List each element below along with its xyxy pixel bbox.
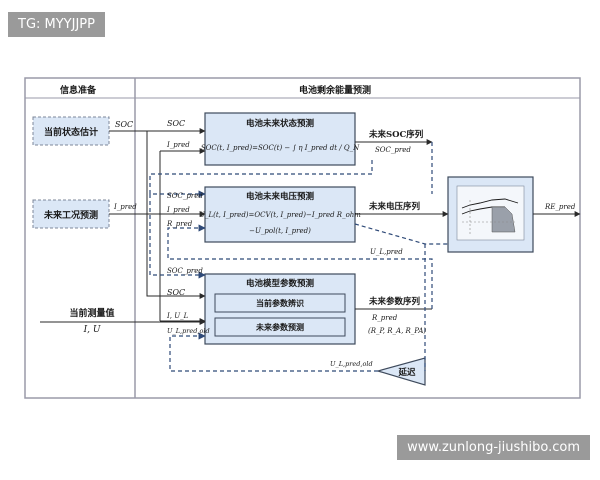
signal-soc-pred2: SOC_pred	[167, 267, 203, 275]
signal-soc-in: SOC	[167, 119, 185, 128]
voltage-predict-title: 电池未来电压预测	[246, 191, 315, 202]
measured-label: 当前测量值	[69, 307, 114, 319]
soc-predict-title: 电池未来状态预测	[246, 118, 315, 129]
delay-label: 延迟	[397, 367, 416, 378]
plot-shaded-region	[491, 206, 516, 233]
signal-soc: SOC	[115, 120, 133, 129]
soc-predict-block	[204, 112, 356, 166]
signal-i-ul: I, U_L	[166, 312, 189, 320]
dash-param-to-voltage	[167, 224, 433, 309]
voltage-predict-eq2: −U_pol(t, I_pred)	[249, 227, 311, 235]
voltage-predict-eq1: U_L(t, I_pred)=OCV(t, I_pred)−I_pred R_o…	[199, 211, 361, 219]
dash-voltage-to-plot	[354, 223, 448, 245]
right-panel-title: 电池剩余能量预测	[299, 84, 371, 96]
signal-upred: U_L,pred	[370, 248, 403, 256]
output-param-seq: 未来参数序列	[368, 296, 421, 307]
signal-r-tuple: (R_P, R_A, R_PA)	[368, 327, 426, 335]
voltage-predict-block	[204, 186, 356, 243]
watermark-top-left: TG: MYYJJPP	[8, 12, 105, 37]
plot-curve-upper	[461, 198, 519, 209]
dash-soc-pred-to-param	[149, 194, 206, 279]
signal-ipred-out: I_pred	[113, 203, 137, 211]
watermark-bottom-right: www.zunlong-jiushibo.com	[397, 435, 590, 460]
param-identify-box	[214, 293, 346, 313]
signal-ipred2: I_pred	[166, 206, 190, 214]
signal-rpred-out: R_pred	[371, 314, 398, 322]
dash-soc-pred-to-voltage	[149, 160, 373, 198]
delay-block	[375, 357, 426, 386]
signal-upred-old: U_L,pred,old	[330, 360, 373, 368]
soc-estimate-label: 当前状态估计	[44, 126, 98, 138]
signal-ipred: I_pred	[166, 141, 190, 149]
param-future-box	[214, 317, 346, 337]
condition-predict-label: 未来工况预测	[43, 209, 98, 221]
signal-soc-param: SOC	[167, 288, 185, 297]
param-future-label: 未来参数预测	[255, 322, 304, 332]
param-predict-title: 电池模型参数预测	[246, 278, 315, 289]
output-soc-seq: 未来SOC序列	[368, 129, 424, 140]
signal-upred-old-in: U_L,pred,old	[167, 327, 210, 335]
signal-soc-pred: SOC_pred	[167, 192, 203, 200]
output-voltage-seq: 未来电压序列	[368, 201, 421, 212]
left-panel-title: 信息准备	[60, 84, 97, 96]
param-identify-label: 当前参数辨识	[256, 298, 304, 308]
soc-estimate-box	[32, 116, 110, 146]
dash-delay-to-param	[169, 332, 378, 372]
signal-rpred: R_pred	[166, 220, 193, 228]
measured-values: I, U	[83, 325, 101, 335]
arrow-soc-to-param	[146, 131, 206, 299]
signal-soc-pred-out: SOC_pred	[375, 146, 411, 154]
signal-re-pred: RE_pred	[544, 203, 576, 211]
soc-predict-equation: SOC(t, I_pred)=SOC(t) − ∫ η I_pred dt / …	[201, 144, 360, 152]
